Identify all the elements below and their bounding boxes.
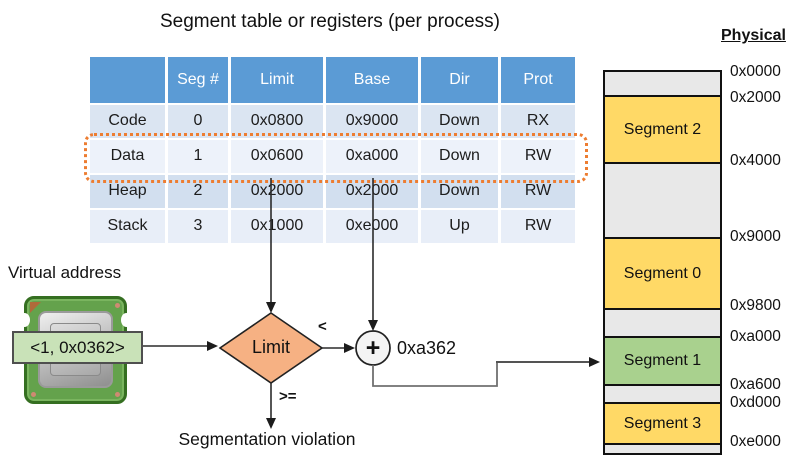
segment-label: Segment 1 — [623, 352, 702, 369]
table-cell: 3 — [168, 210, 228, 243]
table-cell: Down — [421, 105, 498, 138]
table-header-cell — [90, 57, 165, 103]
arrowhead-right-icon — [207, 341, 218, 351]
cpu-pin-dot — [115, 303, 120, 308]
table-cell: RW — [501, 210, 575, 243]
table-cell: Code — [90, 105, 165, 138]
physical-memory-column: Segment 2 Segment 0 Segment 1 Segment 3 — [603, 70, 722, 455]
address-label: 0x0000 — [730, 63, 781, 80]
free-memory-region — [605, 164, 720, 239]
limit-decision-label: Limit — [251, 337, 290, 357]
segment-label: Segment 3 — [623, 414, 702, 432]
address-label: 0xa000 — [730, 328, 781, 345]
connector-adder-elbow — [372, 363, 498, 387]
virtual-address-value: <1, 0x0362> — [30, 337, 125, 357]
table-cell: 0x1000 — [231, 210, 323, 243]
table-header-cell: Seg # — [168, 57, 228, 103]
physical-address-result: 0xa362 — [397, 338, 457, 358]
cpu-notch — [121, 313, 132, 327]
memory-segment-0: Segment 0 — [605, 239, 720, 310]
segmentation-violation-label: Segmentation violation — [178, 429, 356, 449]
virtual-address-label: Virtual address — [8, 263, 122, 282]
arrowhead-right-icon — [589, 357, 600, 367]
table-cell: 0x0800 — [231, 105, 323, 138]
address-label: 0x2000 — [730, 89, 781, 106]
branch-less-label: < — [318, 318, 327, 335]
adder-plus-sign: + — [365, 334, 381, 362]
table-cell: Data — [90, 140, 165, 173]
address-label: 0x9000 — [730, 228, 781, 245]
table-cell: RW — [501, 140, 575, 173]
physical-heading: Physical — [721, 27, 786, 44]
free-memory-region — [605, 445, 720, 453]
table-cell: 0 — [168, 105, 228, 138]
address-label: 0xa600 — [730, 376, 781, 393]
free-memory-region — [605, 310, 720, 338]
segment-table: Seg # Limit Base Dir Prot Code 0 0x0800 … — [90, 57, 575, 243]
table-cell: Down — [421, 140, 498, 173]
cpu-corner-mark — [30, 302, 41, 313]
table-cell: 0xe000 — [326, 210, 418, 243]
memory-segment-3: Segment 3 — [605, 404, 720, 445]
diagram-title: Segment table or registers (per process) — [159, 11, 501, 32]
table-cell: RX — [501, 105, 575, 138]
table-header-cell: Base — [326, 57, 418, 103]
free-memory-region — [605, 72, 720, 97]
cpu-pin-dot — [115, 392, 120, 397]
address-label: 0x9800 — [730, 297, 781, 314]
table-cell: 0xa000 — [326, 140, 418, 173]
memory-segment-2: Segment 2 — [605, 97, 720, 164]
cpu-pin-dot — [31, 392, 36, 397]
segment-label: Segment 2 — [623, 120, 702, 138]
table-cell: Stack — [90, 210, 165, 243]
cpu-notch — [19, 313, 30, 327]
table-cell: 0x0600 — [231, 140, 323, 173]
free-memory-region — [605, 386, 720, 404]
segment-label: Segment 0 — [623, 264, 702, 282]
address-label: 0x4000 — [730, 152, 781, 169]
address-label: 0xd000 — [730, 394, 781, 411]
table-header-cell: Limit — [231, 57, 323, 103]
highlighted-row-outline — [84, 133, 588, 183]
virtual-address-value-box: <1, 0x0362> — [12, 331, 143, 364]
arrowhead-right-icon — [344, 343, 355, 353]
branch-greater-equal-label: >= — [279, 388, 297, 405]
arrowhead-down-icon — [266, 418, 276, 429]
table-header-cell: Prot — [501, 57, 575, 103]
table-cell: 0x9000 — [326, 105, 418, 138]
address-label: 0xe000 — [730, 433, 781, 450]
table-header-cell: Dir — [421, 57, 498, 103]
arrowhead-down-icon — [368, 320, 378, 331]
table-cell: 1 — [168, 140, 228, 173]
memory-segment-1: Segment 1 — [605, 338, 720, 386]
arrowhead-down-icon — [266, 302, 276, 313]
table-cell: Up — [421, 210, 498, 243]
